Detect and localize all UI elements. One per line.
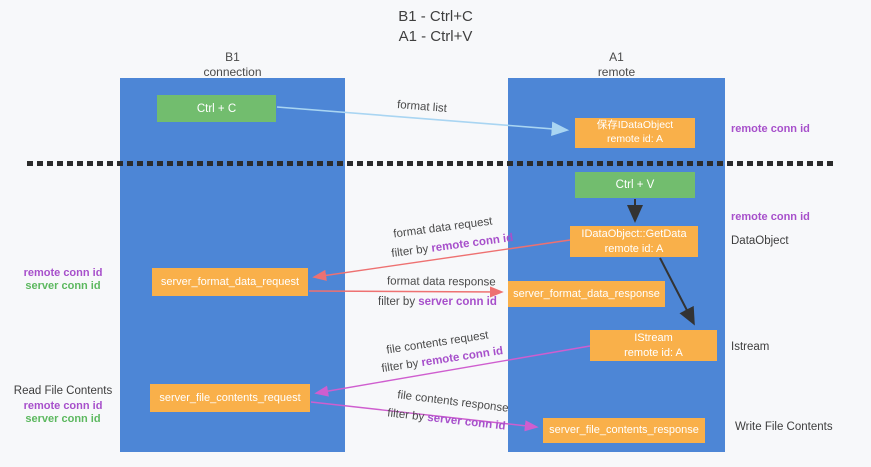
istream-box: IStream remote id: A [590, 330, 717, 361]
server-format-data-response-box: server_format_data_response [508, 281, 665, 307]
lane-b1-subtitle: connection [203, 65, 262, 79]
left-server-conn-id-1: server conn id [25, 280, 101, 292]
server-conn-id-key: server conn id [426, 411, 507, 433]
lane-header-b1: B1 connection [120, 50, 345, 80]
left-server-conn-id-2: server conn id [25, 413, 101, 425]
lane-b1-title: B1 [225, 50, 240, 64]
server-file-contents-response-label: server_file_contents_response [549, 424, 699, 437]
getdata-line1: IDataObject::GetData [581, 228, 687, 241]
getdata-line2: remote id: A [604, 242, 664, 255]
filter-by-text: filter by [378, 296, 419, 308]
ctrl-c-label: Ctrl + C [196, 102, 237, 115]
save-dataobject-line2: remote id: A [606, 133, 664, 145]
server-format-data-request-box: server_format_data_request [152, 268, 308, 296]
format-list-label: format list [396, 99, 448, 115]
server-file-contents-response-box: server_file_contents_response [543, 418, 705, 443]
format-data-response-filter: filter by server conn id [378, 296, 497, 308]
ctrl-v-box: Ctrl + V [575, 172, 695, 198]
right-write-file-contents-label: Write File Contents [735, 421, 833, 433]
server-file-contents-request-label: server_file_contents_request [159, 391, 301, 404]
idataobject-getdata-box: IDataObject::GetData remote id: A [570, 226, 698, 257]
right-remote-conn-id-top: remote conn id [731, 123, 810, 135]
save-dataobject-box: 保存IDataObject remote id: A [575, 118, 695, 148]
left-read-file-contents-label: Read File Contents [13, 385, 113, 397]
diagram-title: B1 - Ctrl+C A1 - Ctrl+V [0, 7, 871, 48]
right-dataobject-label: DataObject [731, 235, 789, 247]
session-divider-dashed-line [27, 161, 833, 166]
save-dataobject-line1: 保存IDataObject [596, 119, 674, 132]
filter-by-text: filter by [390, 242, 433, 260]
server-file-contents-request-box: server_file_contents_request [150, 384, 310, 412]
remote-conn-id-key: remote conn id [430, 232, 514, 255]
left-remote-conn-id-2: remote conn id [23, 400, 103, 412]
istream-line2: remote id: A [624, 346, 683, 359]
server-conn-id-key: server conn id [418, 296, 497, 308]
title-line-2: A1 - Ctrl+V [398, 28, 473, 46]
title-line-1: B1 - Ctrl+C [398, 8, 473, 25]
right-istream-label: Istream [731, 341, 770, 353]
istream-line1: IStream [634, 332, 673, 345]
filter-by-text: filter by [386, 407, 429, 424]
ctrl-v-label: Ctrl + V [615, 179, 655, 191]
format-data-response-label: format data response [386, 275, 496, 289]
left-remote-conn-id-1: remote conn id [23, 267, 103, 279]
right-remote-conn-id-mid: remote conn id [731, 211, 810, 223]
lane-a1-subtitle: remote [597, 65, 636, 79]
lane-a1-title: A1 [609, 50, 624, 64]
ctrl-c-box: Ctrl + C [157, 95, 276, 122]
server-format-data-request-label: server_format_data_request [160, 275, 300, 288]
lane-header-a1: A1 remote [508, 50, 725, 80]
server-format-data-response-label: server_format_data_response [513, 287, 660, 300]
filter-by-text: filter by [380, 357, 423, 376]
